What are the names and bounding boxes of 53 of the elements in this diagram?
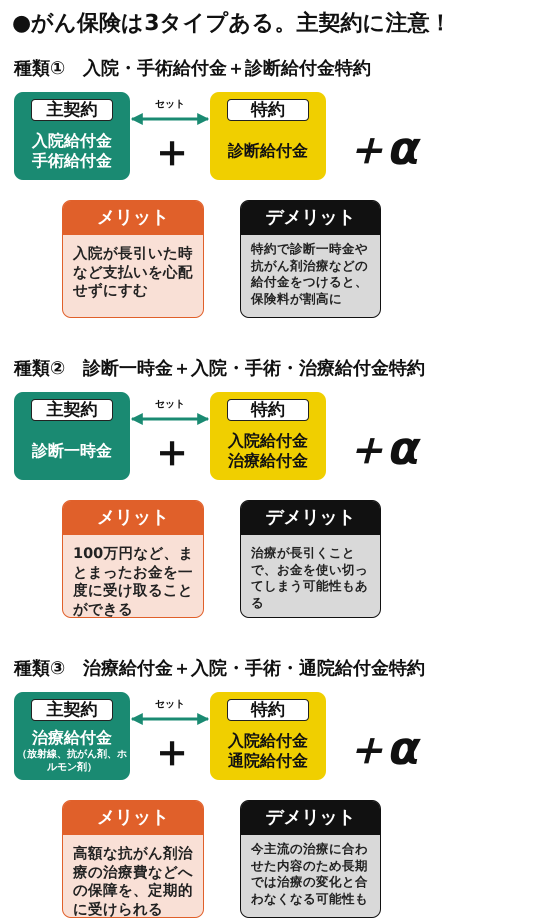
box-header: デメリット [241,801,380,835]
body-text: 100万円など、まとまったお金を一度に受け取ることができる [73,545,194,617]
tag-label: 主契約 [31,399,113,421]
body-text: 特約で診断一時金や抗がん剤治療などの給付金をつけると、保険料が割高に [251,241,369,307]
double-arrow [130,713,210,725]
benefit-text: 通院給付金 [228,751,308,771]
body-text: 高額な抗がん剤治療の治療費などへの保障を、定期的に受けられる [73,845,194,917]
box-header: メリット [63,801,203,835]
benefit-text: 診断給付金 [228,141,308,161]
note-text: （放射線、抗がん剤、ホルモン剤） [16,748,128,774]
benefit-text: 入院給付金 [32,131,112,151]
rider-box [210,92,326,180]
benefit-text: 入院給付金 [228,731,308,751]
plus-alpha: ＋α [343,420,421,476]
merit-box [62,500,204,618]
rider-box [210,392,326,480]
box-header: デメリット [241,201,380,235]
section-heading: 種類① 入院・手術給付金＋診断給付金特約 [14,57,372,80]
box-header: メリット [63,501,203,535]
demerit-box [240,800,381,918]
benefit-text: 治療給付金 [228,451,308,471]
tag-label: 特約 [227,99,309,121]
plus-sign: ＋ [150,728,194,776]
benefit-text: 手術給付金 [32,151,112,171]
demerit-box [240,200,381,318]
plus-alpha: ＋α [343,120,421,176]
benefit-text: 治療給付金 [32,728,112,748]
merit-box [62,800,204,918]
benefit-text: 入院給付金 [228,431,308,451]
double-arrow [130,113,210,125]
demerit-box [240,500,381,618]
double-arrow [130,413,210,425]
main-contract-box [14,92,130,180]
benefit-text: 診断一時金 [32,441,112,461]
body-text: 入院が長引いた時など支払いを心配せずにすむ [73,245,194,300]
box-header: デメリット [241,501,380,535]
body-text: 治療が長引くことで、お金を使い切ってしまう可能性もある [251,545,369,611]
box-header: メリット [63,201,203,235]
rider-box [210,692,326,780]
main-contract-box [14,392,130,480]
tag-label: 主契約 [31,699,113,721]
title: ●がん保険は3タイプある。主契約に注意！ [12,10,452,38]
tag-label: 特約 [227,699,309,721]
plus-sign: ＋ [150,428,194,476]
tag-label: 特約 [227,399,309,421]
merit-box [62,200,204,318]
body-text: 今主流の治療に合わせた内容のため長期では治療の変化と合わなくなる可能性も [251,841,369,907]
plus-sign: ＋ [150,128,194,176]
section-heading: 種類③ 治療給付金＋入院・手術・通院給付金特約 [14,657,426,680]
tag-label: 主契約 [31,99,113,121]
main-contract-box [14,692,130,780]
plus-alpha: ＋α [343,720,421,776]
section-heading: 種類② 診断一時金＋入院・手術・治療給付金特約 [14,357,426,380]
